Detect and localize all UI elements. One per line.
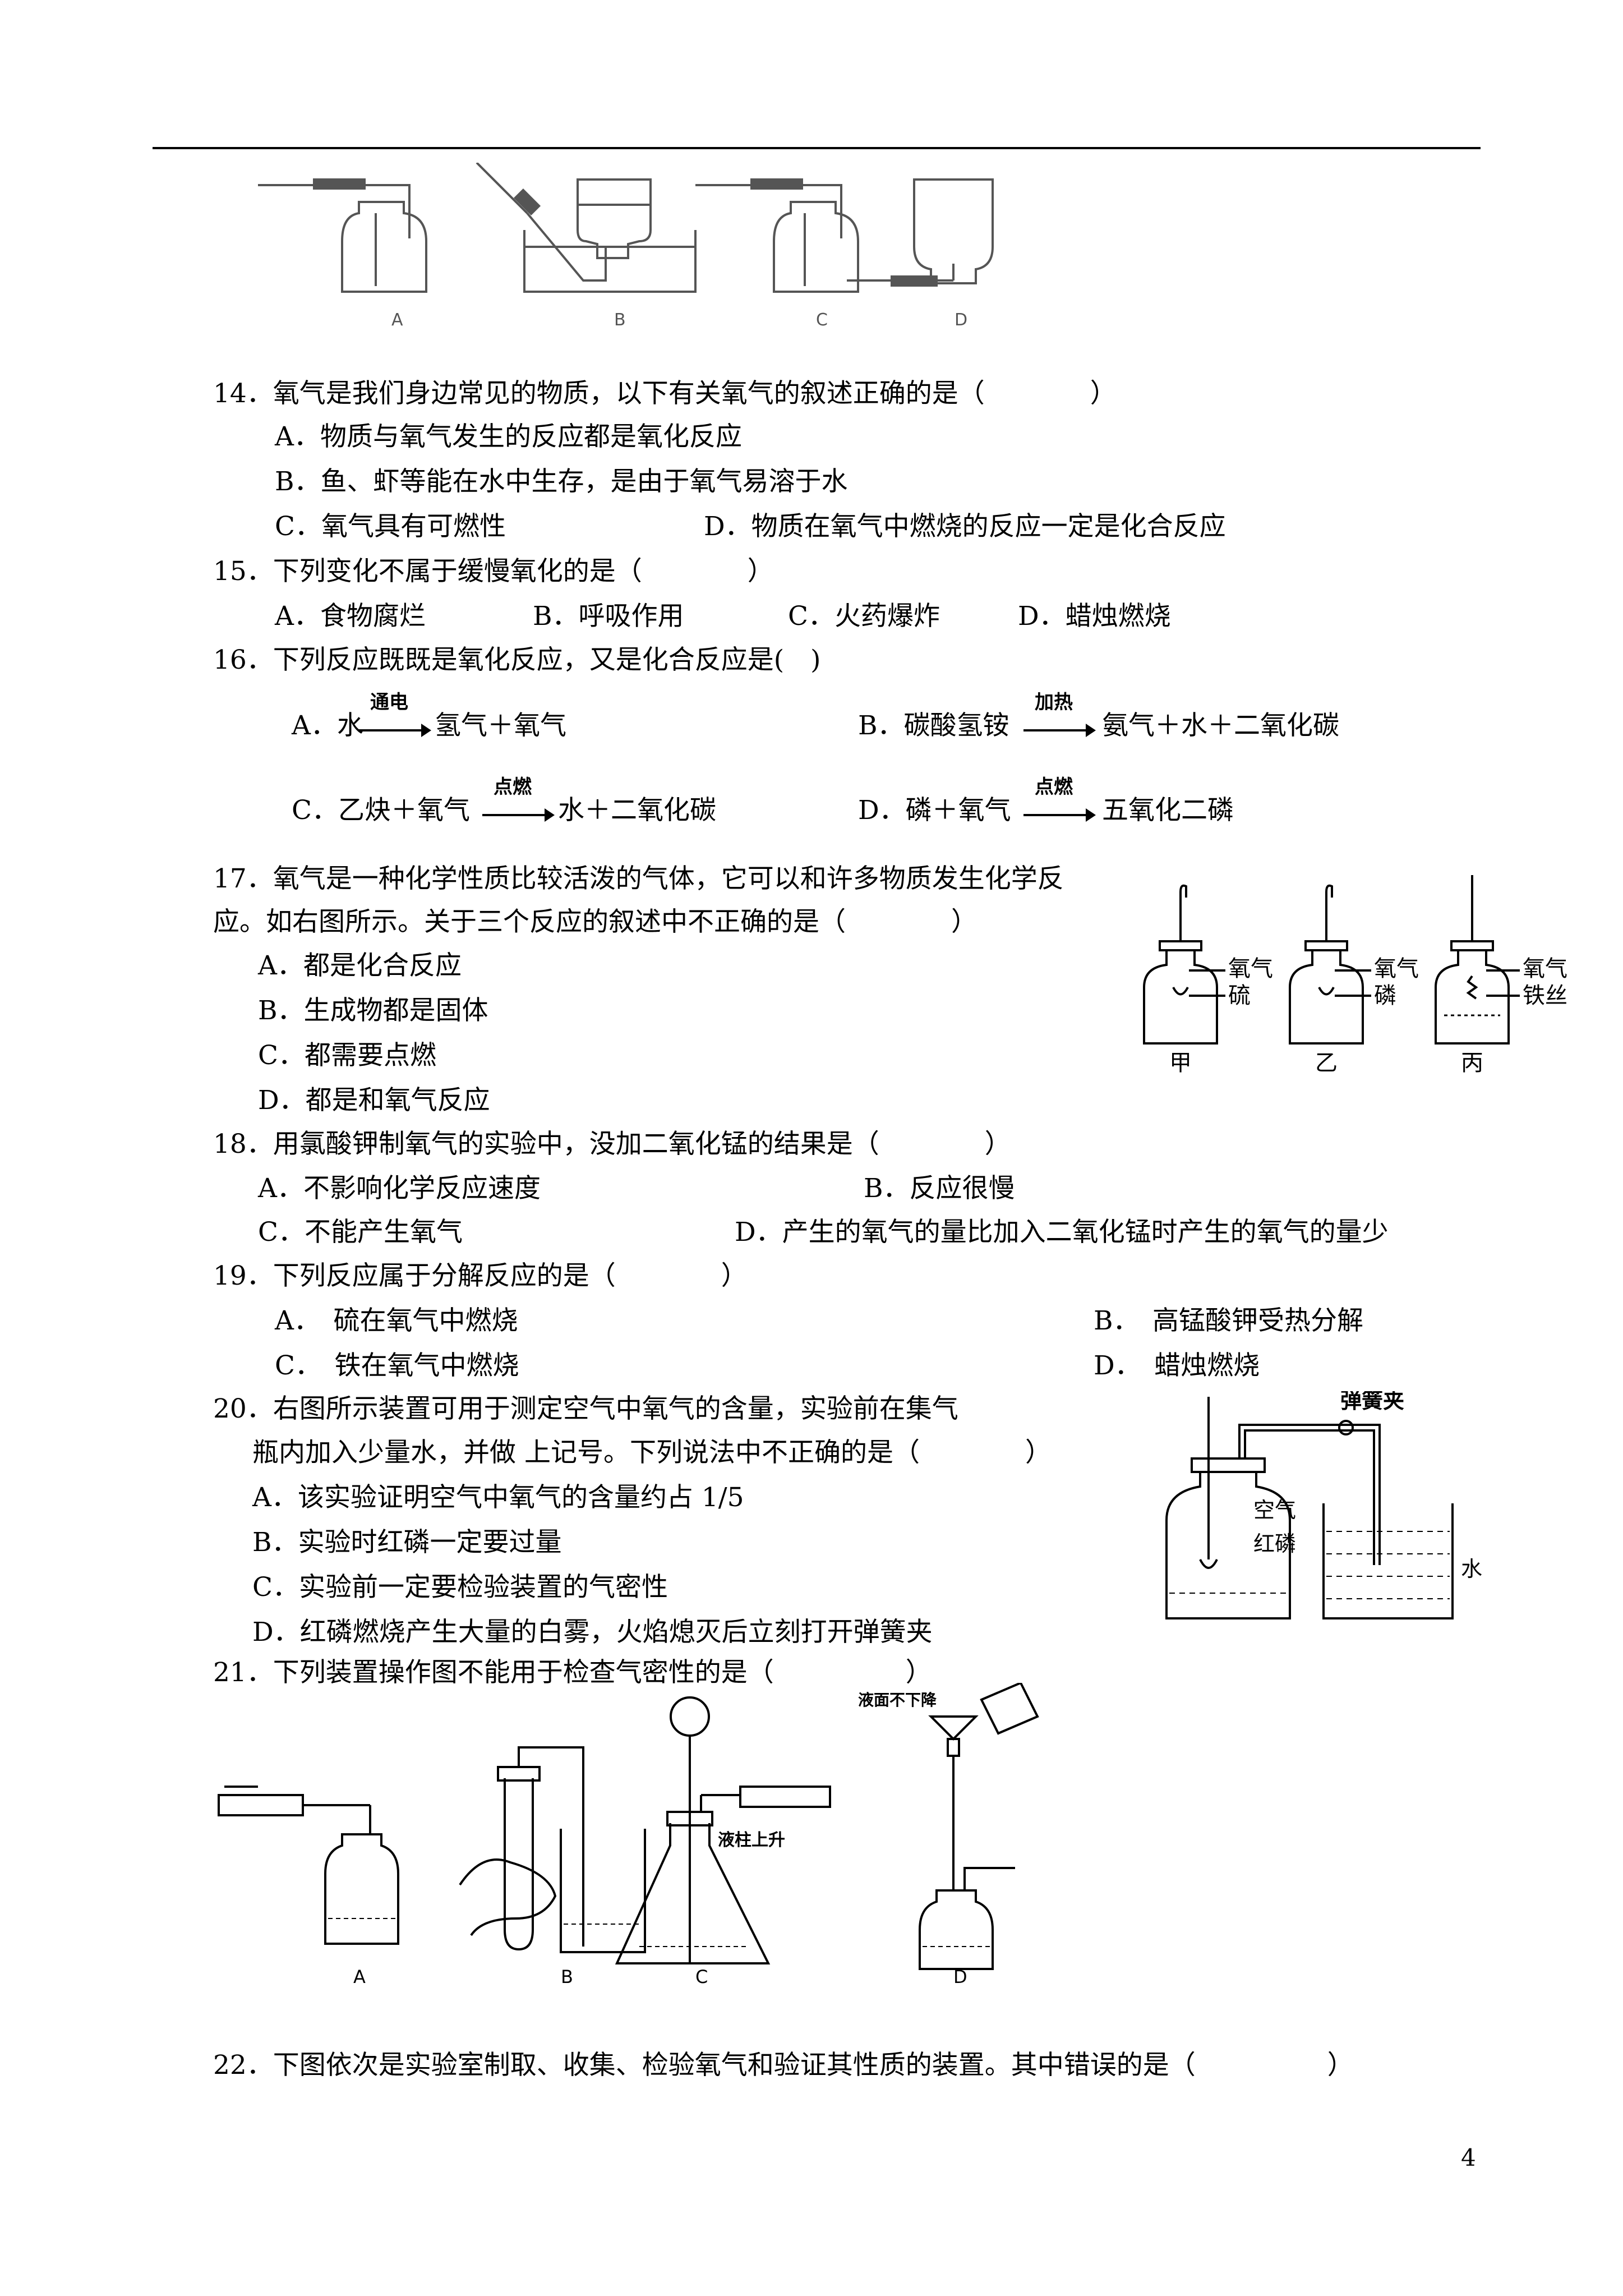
q21-label-c: C (695, 1966, 708, 1986)
water-label: 水 (1461, 1557, 1482, 1581)
q16-d-product: 五氧化二磷 (1102, 795, 1234, 826)
jar3-substance-label: 铁丝 (1523, 983, 1567, 1009)
q21-stem: 21．下列装置操作图不能用于检查气密性的是（ ） (213, 1657, 932, 1688)
header-rule (153, 147, 1481, 149)
q18-option-a: A．不影响化学反应速度 (258, 1173, 541, 1204)
q17-option-d: D．都是和氧气反应 (258, 1085, 490, 1116)
jar3-gas-label: 氧气 (1523, 956, 1567, 982)
gas-collection-figure: A B C D (258, 163, 994, 330)
q16-stem: 16．下列反应既既是氧化反应，又是化合反应是( ) (213, 645, 821, 675)
q21-airtightness-figure: A B C D 液柱上升 液面不下降 (218, 1683, 1039, 1986)
q16-d-arrow (1023, 808, 1096, 822)
jar3-caption: 丙 (1461, 1050, 1483, 1076)
q16-c-condition: 点燃 (494, 776, 532, 798)
q16-b-arrow (1023, 724, 1096, 737)
q16-c-product: 水＋二氧化碳 (558, 795, 716, 826)
q17-option-b: B．生成物都是固体 (258, 995, 488, 1026)
q19-option-d: D． 蜡烛燃烧 (1094, 1350, 1260, 1381)
q19-stem: 19．下列反应属于分解反应的是（ ） (213, 1260, 748, 1291)
page-number: 4 (1461, 2144, 1476, 2171)
q20-option-d: D．红磷燃烧产生大量的白雾，火焰熄灭后立刻打开弹簧夹 (252, 1617, 933, 1648)
q16-b-label: B．碳酸氢铵 (858, 710, 1009, 741)
fig-label-a: A (391, 310, 403, 330)
q15-option-c: C．火药爆炸 (788, 601, 940, 632)
q16-a-product: 氢气＋氧气 (435, 710, 566, 741)
red-phosphorus-label: 红磷 (1253, 1531, 1296, 1556)
q22-stem: 22．下图依次是实验室制取、收集、检验氧气和验证其性质的装置。其中错误的是（ ） (213, 2050, 1354, 2081)
jar2-caption: 乙 (1315, 1050, 1338, 1076)
q17-stem-line1: 17．氧气是一种化学性质比较活泼的气体，它可以和许多物质发生化学反 (213, 863, 1064, 894)
q17-stem-line2: 应。如右图所示。关于三个反应的叙述中不正确的是（ ） (213, 907, 978, 937)
q18-option-c: C．不能产生氧气 (258, 1217, 463, 1248)
fig-label-c: C (816, 310, 828, 330)
q15-option-d: D．蜡烛燃烧 (1018, 601, 1171, 632)
q19-option-a: A． 硫在氧气中燃烧 (275, 1305, 518, 1336)
q15-stem: 15．下列变化不属于缓慢氧化的是（ ） (213, 556, 774, 587)
q14-option-a: A．物质与氧气发生的反应都是氧化反应 (275, 421, 742, 452)
jar2-substance-label: 磷 (1374, 983, 1396, 1009)
q21-label-b: B (561, 1966, 573, 1986)
fig-label-b: B (614, 310, 626, 330)
q16-a-arrow (359, 724, 431, 737)
jar1-gas-label: 氧气 (1228, 956, 1273, 982)
q16-a-label: A．水 (292, 710, 363, 741)
jar1-substance-label: 硫 (1228, 983, 1251, 1009)
q17-combustion-figure: 氧气 硫 甲 氧气 磷 乙 氧气 铁丝 丙 (1143, 875, 1567, 1076)
q18-stem: 18．用氯酸钾制氧气的实验中，没加二氧化锰的结果是（ ） (213, 1129, 1011, 1159)
q17-option-c: C．都需要点燃 (258, 1040, 436, 1071)
q16-c-label: C．乙炔＋氧气 (292, 795, 470, 826)
q21-label-a: A (353, 1966, 366, 1986)
jar1-caption: 甲 (1169, 1050, 1192, 1076)
q21-label-d: D (953, 1966, 967, 1986)
q19-option-b: B． 高锰酸钾受热分解 (1094, 1305, 1364, 1336)
q16-a-condition: 通电 (370, 691, 408, 714)
air-label: 空气 (1253, 1498, 1296, 1522)
q18-option-b: B．反应很慢 (864, 1173, 1015, 1204)
q15-option-b: B．呼吸作用 (533, 601, 684, 632)
q17-option-a: A．都是化合反应 (258, 950, 462, 981)
q20-option-b: B．实验时红磷一定要过量 (252, 1527, 562, 1558)
q21-note-d: 液面不下降 (858, 1691, 937, 1709)
q14-option-b: B．鱼、虾等能在水中生存，是由于氧气易溶于水 (275, 466, 848, 497)
q14-option-d: D．物质在氧气中燃烧的反应一定是化合反应 (704, 511, 1226, 542)
q20-option-a: A．该实验证明空气中氧气的含量约占 1/5 (252, 1482, 744, 1513)
q19-option-c: C． 铁在氧气中燃烧 (275, 1350, 519, 1381)
q15-option-a: A．食物腐烂 (275, 601, 426, 632)
q14-stem: 14．氧气是我们身边常见的物质，以下有关氧气的叙述正确的是（ ） (213, 378, 1117, 409)
q21-note-c: 液柱上升 (718, 1830, 785, 1850)
fig-label-d: D (955, 310, 967, 330)
q16-b-product: 氨气＋水＋二氧化碳 (1102, 710, 1339, 741)
q20-stem-line1: 20．右图所示装置可用于测定空气中氧气的含量，实验前在集气 (213, 1393, 958, 1424)
q16-d-label: D．磷＋氧气 (858, 795, 1011, 826)
q18-option-d: D．产生的氧气的量比加入二氧化锰时产生的氧气的量少 (735, 1217, 1389, 1248)
q20-oxygen-content-figure: 弹簧夹 空气 红磷 水 (1165, 1391, 1482, 1619)
q16-d-condition: 点燃 (1035, 776, 1073, 798)
jar2-gas-label: 氧气 (1374, 956, 1419, 982)
spring-clip-label: 弹簧夹 (1340, 1391, 1404, 1413)
q16-c-arrow (482, 808, 555, 822)
q16-b-condition: 加热 (1035, 691, 1073, 714)
q20-stem-line2: 瓶内加入少量水，并做 上记号。下列说法中不正确的是（ ） (252, 1437, 1052, 1468)
q14-option-c: C．氧气具有可燃性 (275, 511, 506, 542)
q20-option-c: C．实验前一定要检验装置的气密性 (252, 1572, 668, 1603)
